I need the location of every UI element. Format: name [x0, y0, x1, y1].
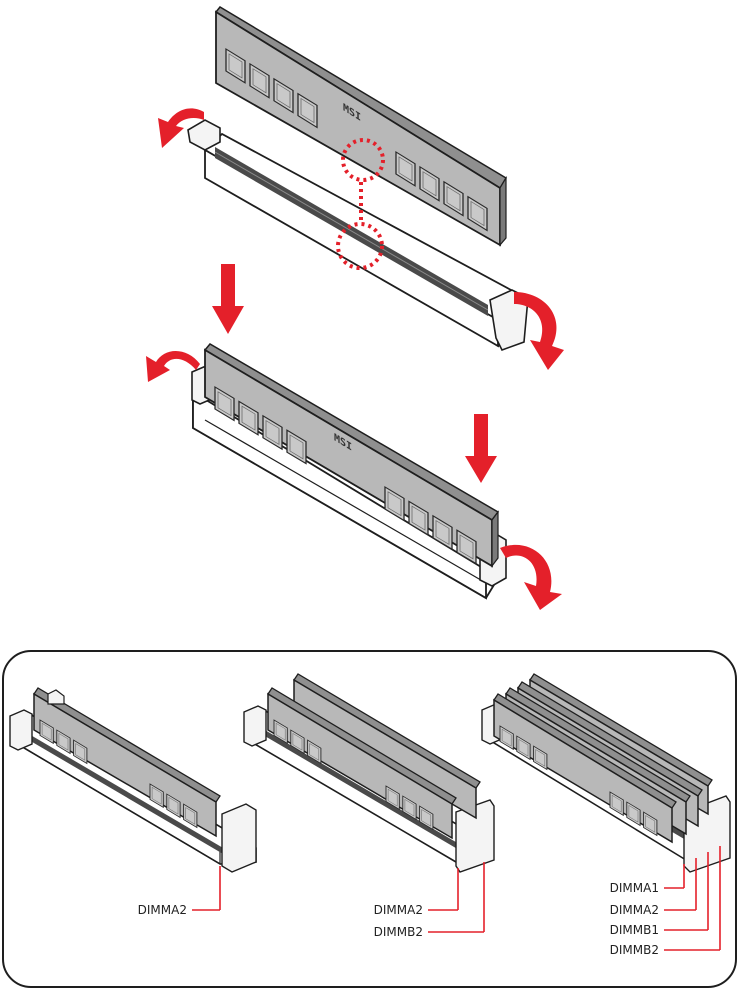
- slot-label-dimma2: DIMMA2: [374, 903, 423, 917]
- curved-arrow-icon: [500, 545, 562, 610]
- down-arrow-icon: [465, 414, 497, 483]
- slot-label-dimmb2: DIMMB2: [374, 925, 423, 939]
- slot-label-dimmb1: DIMMB1: [610, 923, 659, 937]
- slot-label-dimma2: DIMMA2: [610, 903, 659, 917]
- step-2-inserted-module: MSI: [146, 344, 562, 610]
- slot-label-dimma1: DIMMA1: [610, 881, 659, 895]
- slot-label-dimmb2: DIMMB2: [610, 943, 659, 957]
- slot-label-dimma2: DIMMA2: [138, 903, 187, 917]
- down-arrow-icon: [212, 264, 244, 334]
